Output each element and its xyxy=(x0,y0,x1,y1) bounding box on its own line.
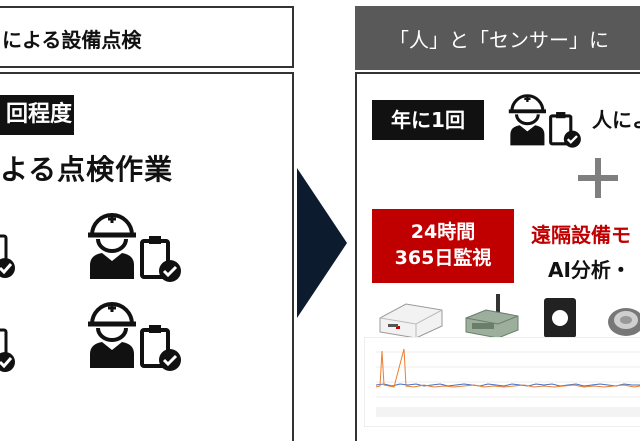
left-subtitle: よる点検作業 xyxy=(0,153,174,186)
monitoring-line2: 365日監視 xyxy=(394,247,492,269)
worker-clipboard-icon xyxy=(0,234,15,278)
right-frequency-label: 年に1回 xyxy=(372,100,484,140)
sensor-trend-chart xyxy=(364,337,640,427)
series-orange-line xyxy=(375,348,640,388)
monitoring-line1: 24時間 xyxy=(410,221,476,243)
ai-analysis-text: AI分析・ xyxy=(548,258,631,282)
left-header-title: による設備点検 xyxy=(2,28,142,52)
monitoring-badge: 24時間 365日監視 xyxy=(372,209,514,283)
gateway-device-icon xyxy=(379,303,443,339)
right-arrow-icon xyxy=(297,168,347,318)
wireless-sensor-device-icon xyxy=(465,294,519,339)
by-person-text: 人によ xyxy=(592,108,640,132)
worker-clipboard-icon xyxy=(0,328,15,372)
worker-clipboard-icon xyxy=(88,213,181,282)
round-sensor-icon xyxy=(608,308,640,336)
current-clamp-sensor-icon xyxy=(544,298,576,338)
worker-clipboard-icon xyxy=(508,94,581,148)
worker-clipboard-icon xyxy=(88,302,181,371)
series-blue-line xyxy=(375,383,640,387)
left-frequency-label: 回程度 xyxy=(0,95,74,135)
right-header: 「人」と「センサー」に xyxy=(355,6,640,70)
plus-icon xyxy=(578,158,618,198)
remote-monitoring-text: 遠隔設備モ xyxy=(531,223,631,247)
right-header-title: 「人」と「センサー」に xyxy=(389,28,609,52)
left-header: による設備点検 xyxy=(0,6,294,68)
